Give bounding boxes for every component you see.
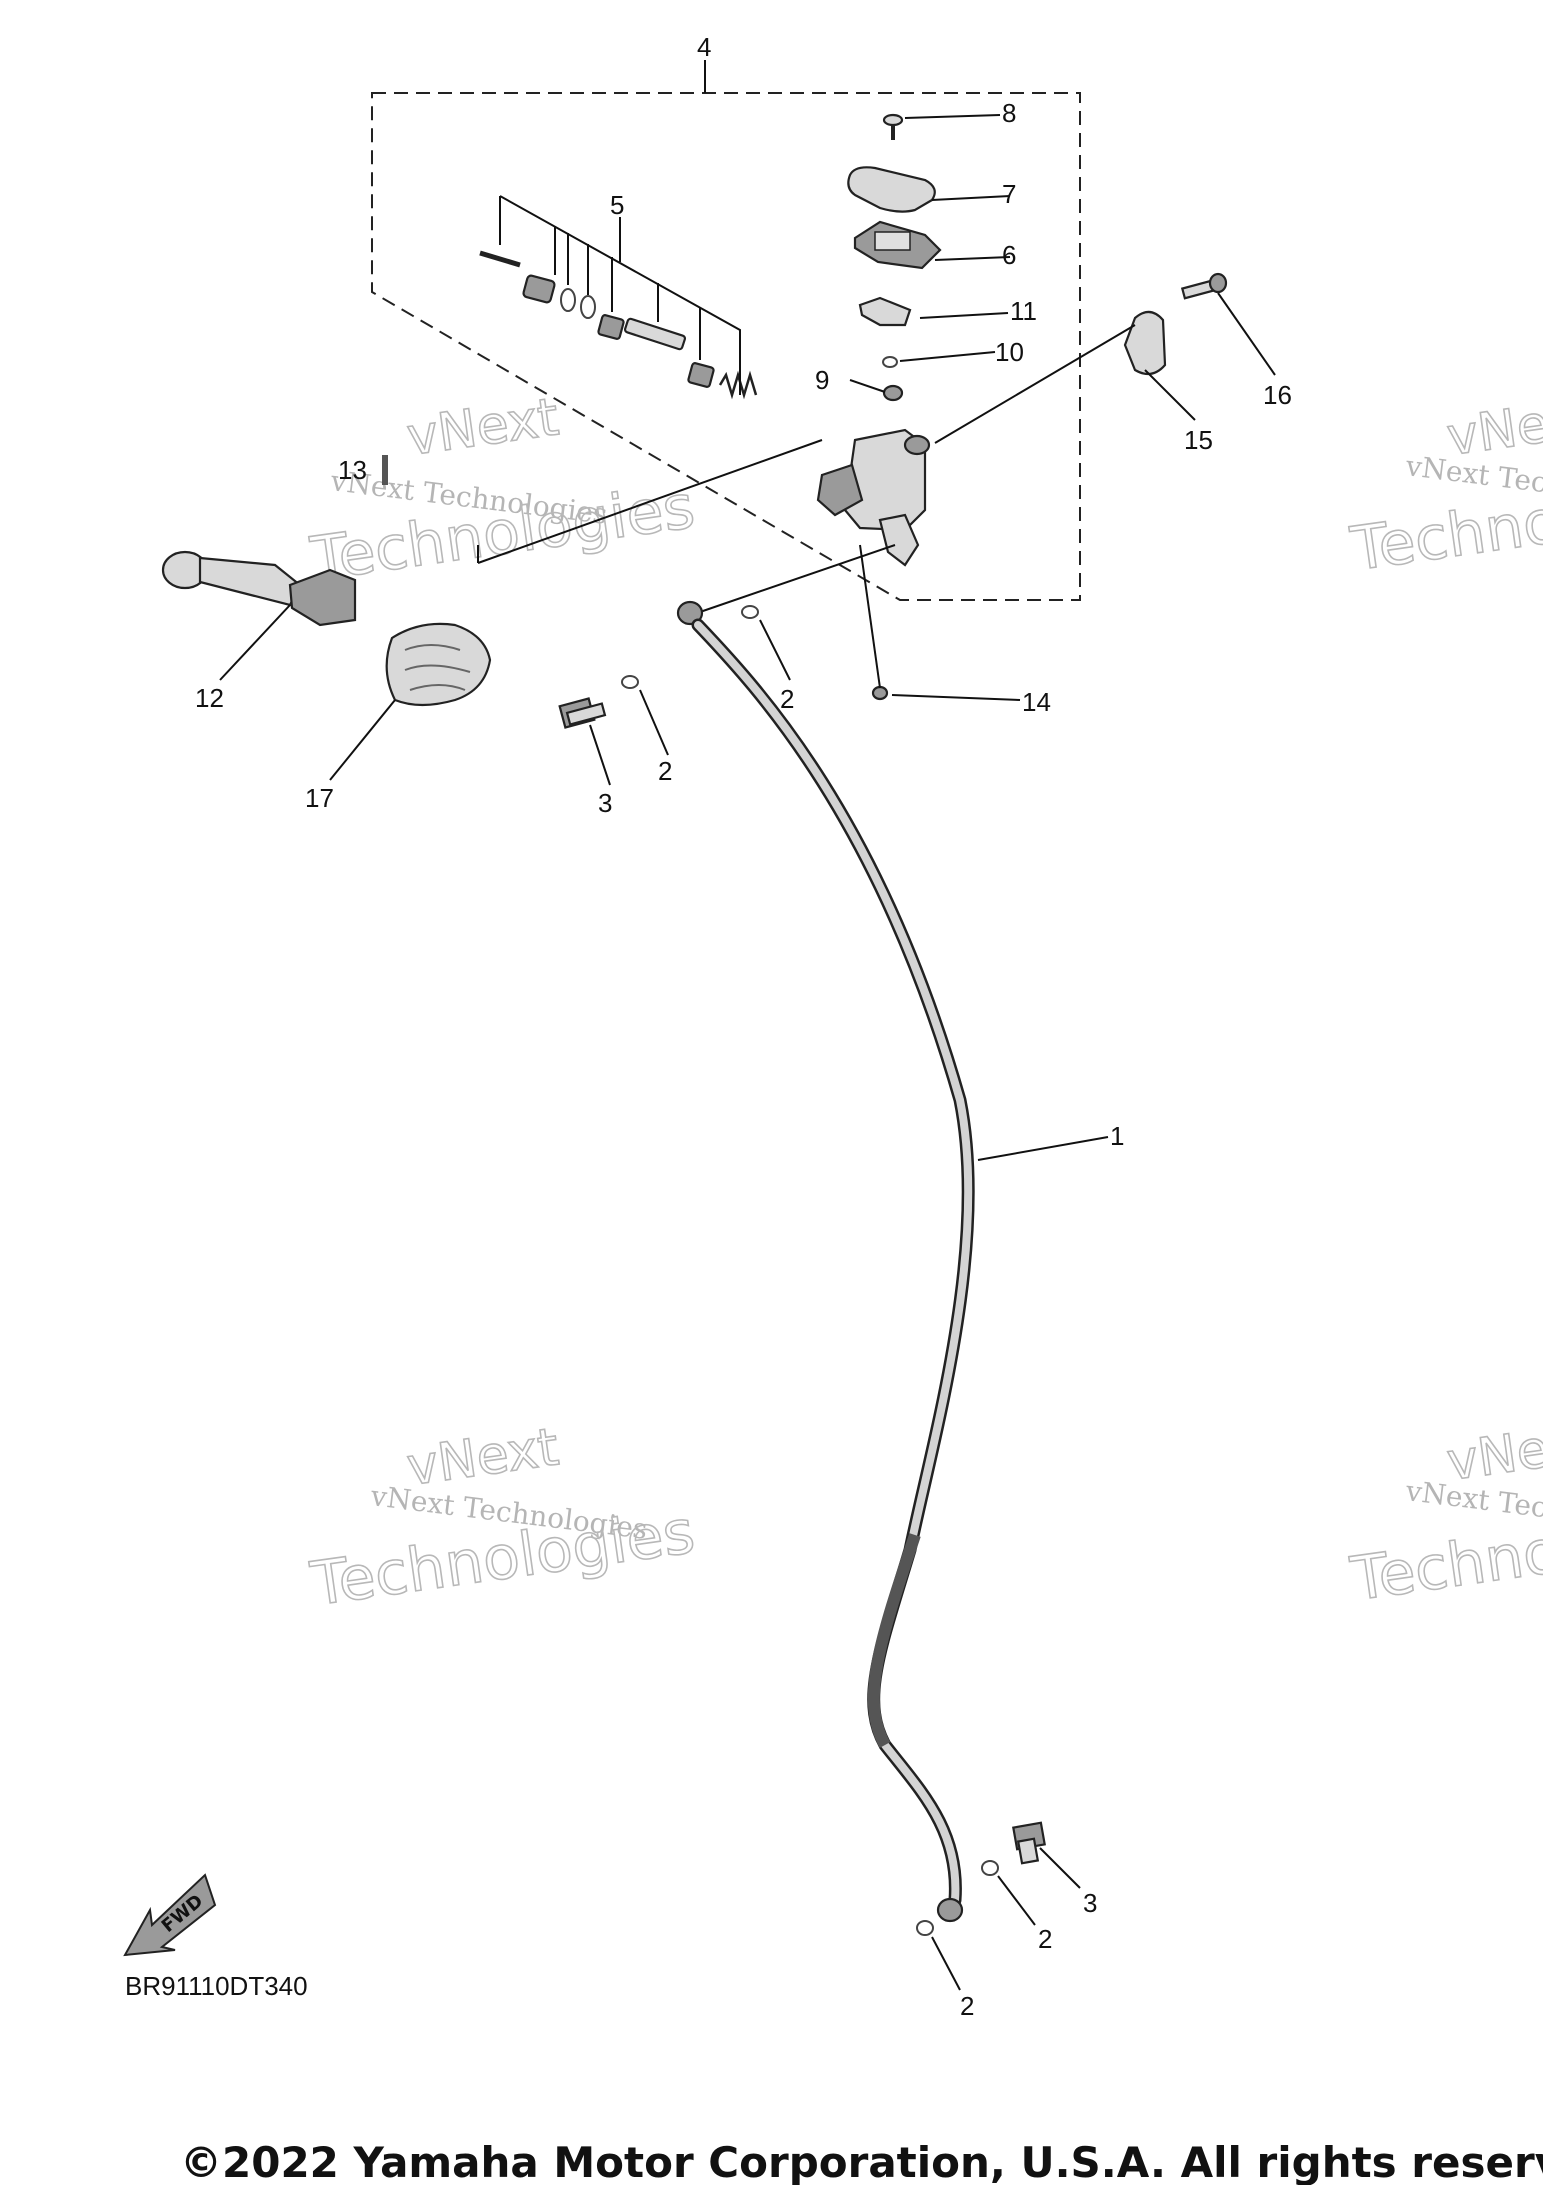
leader-line — [934, 324, 1136, 444]
part-master-cylinder — [816, 428, 931, 567]
watermark-text: vNext — [1443, 387, 1543, 468]
leader-line — [639, 689, 669, 756]
callout-label: 5 — [610, 190, 624, 220]
part-washer — [916, 1920, 934, 1936]
leader-line — [919, 312, 1009, 319]
callout-label: 7 — [1002, 179, 1016, 209]
leader-line — [904, 114, 1001, 119]
leader-line — [977, 1136, 1109, 1161]
part-pin-13 — [382, 455, 388, 485]
callout-label: 12 — [195, 683, 224, 713]
part-washer — [621, 675, 639, 689]
part-holder-6 — [853, 220, 942, 270]
drawing-code: BR91110DT340 — [125, 1971, 308, 2001]
callout-label: 2 — [658, 756, 672, 786]
leader-line — [329, 699, 396, 781]
watermark-text: vNext — [1443, 1412, 1543, 1493]
leader-line — [891, 694, 1021, 701]
watermark-text: vNext — [403, 387, 562, 468]
callout-label: 2 — [780, 684, 794, 714]
leader-line — [759, 619, 791, 681]
leader-line — [849, 379, 886, 393]
leader-line — [699, 544, 896, 613]
part-banjo-bolt-upper — [558, 697, 607, 729]
leader-line — [1144, 369, 1196, 421]
part-screw-8 — [882, 113, 904, 140]
part-washer — [981, 1860, 999, 1876]
fwd-arrow-icon: FWD — [123, 1873, 217, 1957]
leader-line — [1217, 292, 1276, 376]
callout-label: 15 — [1184, 425, 1213, 455]
part-brake-hose-1 — [676, 600, 975, 1923]
part-diaphragm-11 — [858, 296, 912, 327]
callout-label: 6 — [1002, 240, 1016, 270]
part-clamp-15 — [1123, 310, 1167, 376]
watermark-text: vNext — [403, 1417, 562, 1498]
part-nut-9 — [882, 384, 904, 402]
assembly-boundary — [371, 92, 1081, 601]
leader-line — [899, 351, 996, 362]
leader-line — [931, 195, 1011, 201]
callout-label: 10 — [995, 337, 1024, 367]
callout-label: 2 — [1038, 1924, 1052, 1954]
leader-line — [859, 544, 881, 689]
part-bolt-16 — [1180, 272, 1228, 300]
part-ring-10 — [882, 356, 898, 368]
callout-label: 8 — [1002, 98, 1016, 128]
kit-bracket-5 — [499, 195, 741, 395]
leader-line — [931, 1936, 961, 1991]
callout-label: 14 — [1022, 687, 1051, 717]
callout-label: 3 — [1083, 1888, 1097, 1918]
callout-label: 3 — [598, 788, 612, 818]
callout-label: 9 — [815, 365, 829, 395]
callout-label: 2 — [960, 1991, 974, 2021]
leader-line — [1039, 1847, 1081, 1889]
callout-label: 4 — [697, 32, 711, 62]
part-piston-kit-5 — [479, 250, 758, 400]
leader-line — [219, 604, 291, 681]
leader-line — [589, 724, 611, 786]
part-lever-12 — [161, 550, 357, 627]
part-cap-7 — [847, 166, 936, 213]
copyright-notice: ©2022 Yamaha Motor Corporation, U.S.A. A… — [180, 2138, 1543, 2185]
callout-label: 16 — [1263, 380, 1292, 410]
callout-label: 11 — [1010, 296, 1037, 326]
leader-line — [934, 256, 1011, 261]
part-banjo-bolt-lower — [1012, 1821, 1046, 1865]
callout-label: 1 — [1110, 1121, 1124, 1151]
callout-label: 13 — [338, 455, 367, 485]
callout-labels: 1 2 2 2 2 3 3 4 5 6 7 8 9 10 11 12 13 14… — [195, 32, 1292, 2021]
callout-label: 17 — [305, 783, 334, 813]
part-nut-14 — [871, 685, 889, 701]
leader-line — [997, 1875, 1036, 1926]
part-guard-17 — [385, 622, 492, 707]
part-washer — [741, 605, 759, 619]
leader-line — [477, 439, 823, 564]
